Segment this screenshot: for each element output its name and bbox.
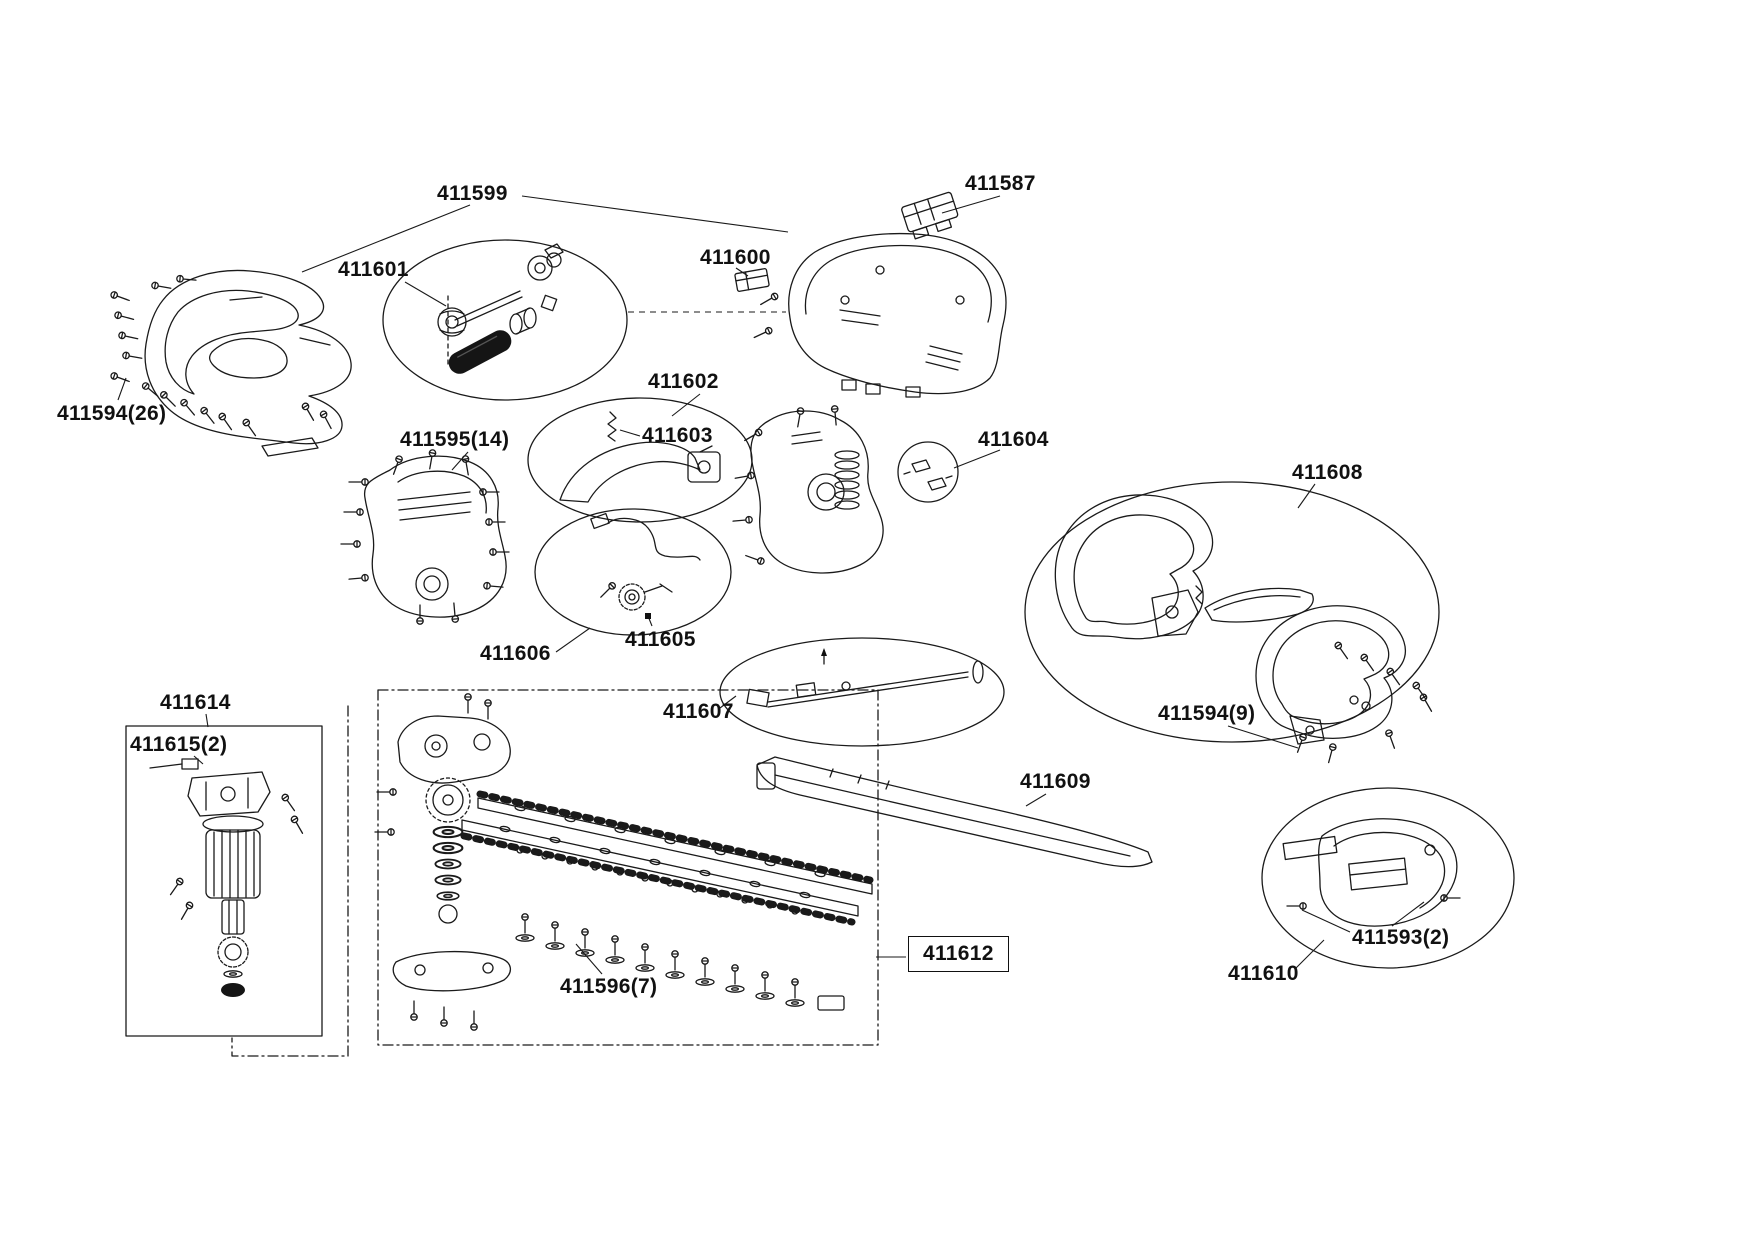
part-label-411610: 411610 [1228,962,1299,985]
part-label-411606: 411606 [480,642,551,665]
cable-clip-drawing [734,268,770,292]
armature-assembly-drawing [149,758,306,997]
front-handle-detail-drawing [559,411,721,503]
part-label-411605: 411605 [625,628,696,651]
detail-callout-frames [125,239,1515,1057]
gearbox-housing-drawing [732,404,884,574]
part-label-411599: 411599 [437,182,508,205]
part-label-411587: 411587 [965,172,1036,195]
power-connector-drawing [901,191,959,240]
part-label-411609: 411609 [1020,770,1091,793]
clamp-pieces-drawing [903,459,953,491]
front-loop-handle-drawing [109,269,352,457]
switch-cable-detail-drawing [590,512,701,619]
side-cover-drawing [1282,818,1461,927]
part-label-411615-2: 411615(2) [130,733,228,756]
motor-housing-half-drawing [340,448,510,625]
rear-handle-set-drawing [1054,494,1435,765]
part-label-411594-26: 411594(26) [57,402,167,425]
part-label-411601: 411601 [338,258,409,281]
rear-housing-half-drawing [752,191,1007,398]
part-label-411608: 411608 [1292,461,1363,484]
part-label-411607: 411607 [663,700,734,723]
gear-spindle-assembly-drawing [437,243,564,374]
part-label-411614: 411614 [160,691,231,714]
part-label-411600: 411600 [700,246,771,269]
blade-cover-drawing [756,756,1153,868]
part-label-411594-9: 411594(9) [1158,702,1256,725]
part-label-411593-2: 411593(2) [1352,926,1450,949]
part-label-411603: 411603 [642,424,713,447]
part-label-411612: 411612 [908,936,1009,972]
part-label-411596-7: 411596(7) [560,975,658,998]
part-label-411602: 411602 [648,370,719,393]
drive-rod-detail-drawing [746,648,984,708]
leader-lines [117,195,1425,975]
blade-bar-assembly-drawing [374,693,874,1031]
part-label-411604: 411604 [978,428,1049,451]
part-label-411595-14: 411595(14) [400,428,510,451]
